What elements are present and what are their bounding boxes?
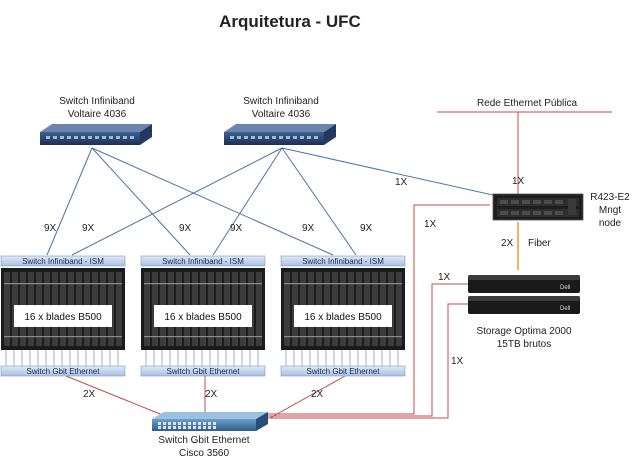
count-ib-r3-a: 9X	[302, 223, 315, 234]
svg-text:Dell: Dell	[560, 306, 570, 312]
infiniband-switch-1-model: Voltaire 4036	[68, 109, 127, 120]
rack-3	[280, 255, 406, 377]
mgmt-node-model: R423-E2	[590, 192, 630, 203]
rack-1-blades-label: 16 x blades B500	[24, 312, 102, 323]
rack-1-gbe-switch-label: Switch Gbit Ethernet	[27, 367, 101, 376]
rack-3-blades-label: 16 x blades B500	[304, 312, 382, 323]
rack-1	[0, 255, 126, 377]
storage-capacity: 15TB brutos	[497, 339, 551, 350]
count-mgmt-gbe: 1X	[424, 219, 437, 230]
count-ib-r1-b: 9X	[82, 223, 95, 234]
rack-2	[140, 255, 266, 377]
storage-model: Storage Optima 2000	[476, 326, 571, 337]
ethernet-public-label: Rede Ethernet Pública	[477, 98, 578, 109]
gbe-switch-cisco	[152, 412, 268, 431]
count-storage-gbe-2: 1X	[451, 356, 464, 367]
mgmt-node-server	[492, 193, 584, 221]
count-ib-r3-b: 9X	[360, 223, 373, 234]
count-rack2-gbe: 2X	[205, 389, 218, 400]
rack-2-gbe-switch-label: Switch Gbit Ethernet	[167, 367, 241, 376]
storage-unit-1: Dell	[468, 275, 580, 293]
gbe-switch-name: Switch Gbit Ethernet	[158, 435, 249, 446]
rack-2-blades-label: 16 x blades B500	[164, 312, 242, 323]
infiniband-switch-1-name: Switch Infiniband	[59, 96, 135, 107]
gbe-switch-model: Cisco 3560	[179, 448, 229, 459]
count-rack1-gbe: 2X	[83, 389, 96, 400]
infiniband-switch-2-model: Voltaire 4036	[252, 109, 311, 120]
count-storage-gbe-1: 1X	[438, 272, 451, 283]
count-rack3-gbe: 2X	[311, 389, 324, 400]
infiniband-switch-2	[224, 124, 336, 145]
rack-3-ib-switch-label: Switch Infiniband - ISM	[302, 257, 384, 266]
storage-unit-2: Dell	[468, 296, 580, 314]
count-ib-r2-b: 9X	[230, 223, 243, 234]
infiniband-switch-2-name: Switch Infiniband	[243, 96, 319, 107]
rack-2-ib-switch-label: Switch Infiniband - ISM	[162, 257, 244, 266]
infiniband-switch-1	[40, 124, 152, 145]
infiniband-links	[46, 147, 516, 256]
rack-1-ib-switch-label: Switch Infiniband - ISM	[22, 257, 104, 266]
count-ib-mgmt: 1X	[395, 177, 408, 188]
count-public-mgmt: 1X	[512, 176, 525, 187]
mgmt-node-line3: node	[599, 218, 622, 229]
svg-text:Dell: Dell	[560, 285, 570, 291]
count-ib-r2-a: 9X	[179, 223, 192, 234]
mgmt-node-line2: Mngt	[599, 205, 621, 216]
fiber-label: Fiber	[528, 238, 551, 249]
rack-3-gbe-switch-label: Switch Gbit Ethernet	[307, 367, 381, 376]
count-mgmt-storage: 2X	[501, 238, 514, 249]
ethernet-links	[65, 111, 612, 419]
diagram-title: Arquitetura - UFC	[219, 12, 361, 31]
count-ib-r1-a: 9X	[44, 223, 57, 234]
